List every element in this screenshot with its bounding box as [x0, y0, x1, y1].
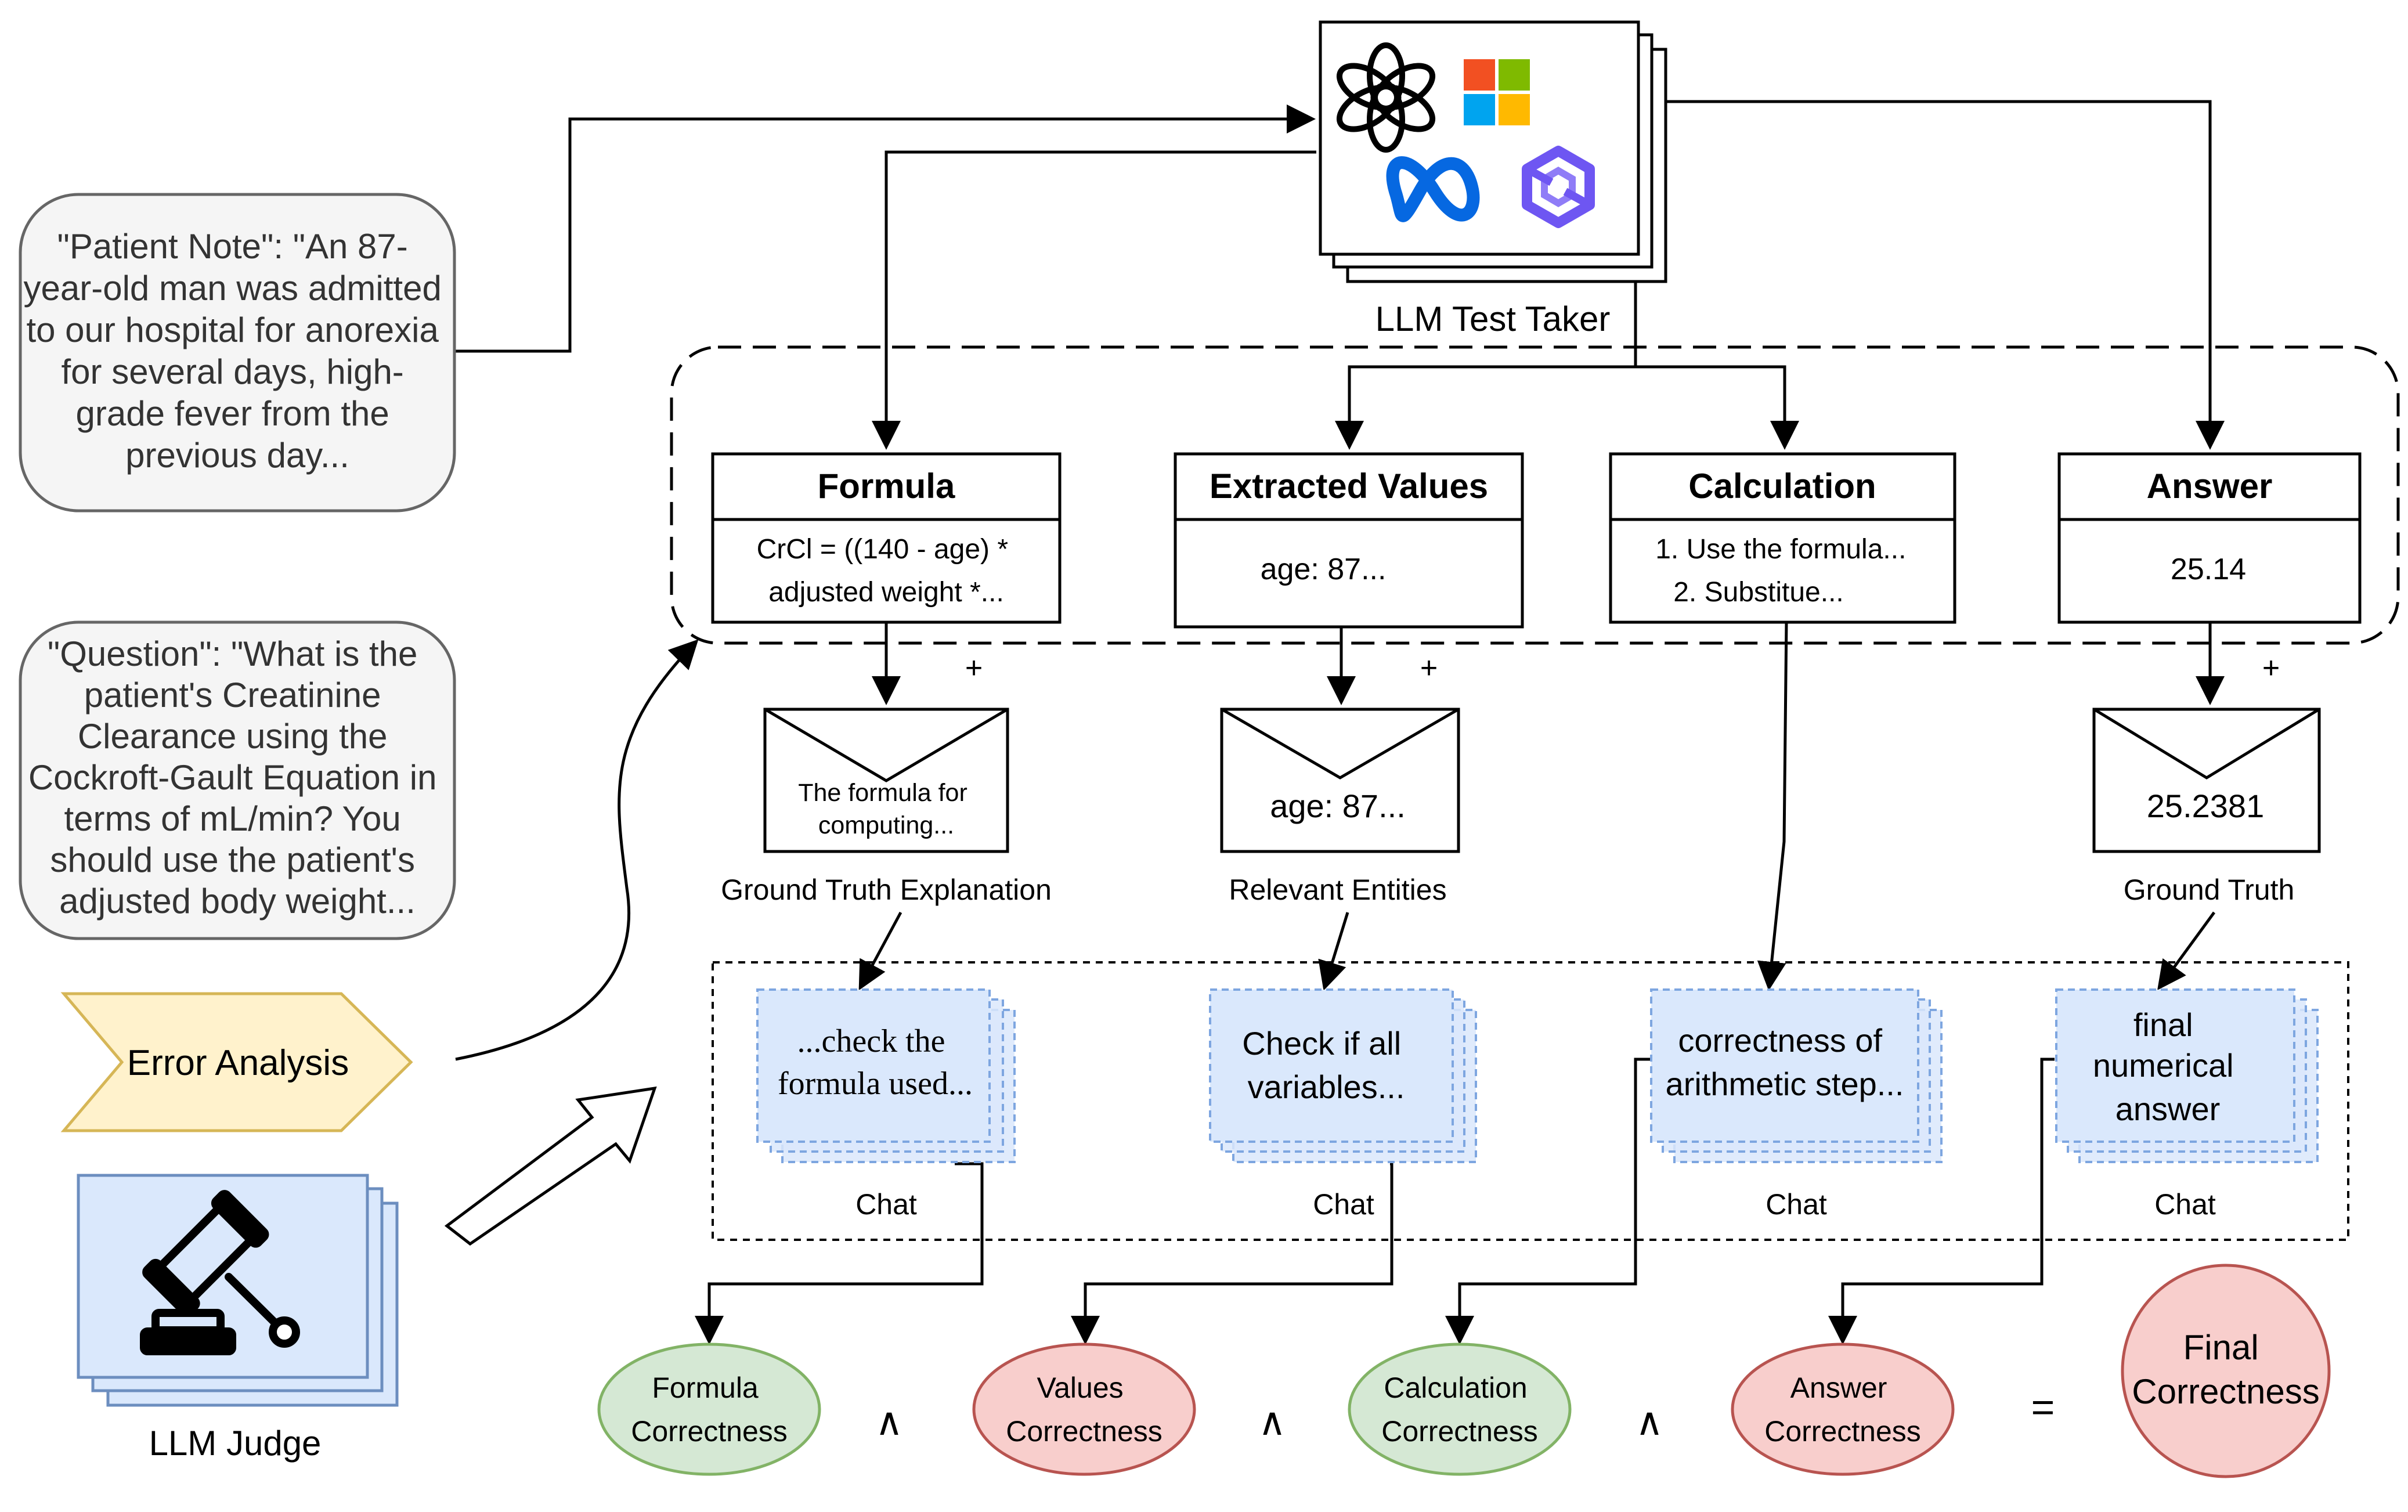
values-reference-envelope: age: 87...: [1220, 708, 1460, 853]
svg-text:Formula Correctness: Formula Correctness: [631, 1372, 788, 1448]
llm-test-taker-label: LLM Test Taker: [1376, 299, 1611, 338]
svg-text:Final Correctness: Final Correctness: [2132, 1328, 2319, 1411]
patient-note-text: "Patient Note": "An 87- year-old man was…: [24, 227, 452, 475]
svg-text:Answer Correctness: Answer Correctness: [1764, 1372, 1921, 1448]
answer-content: 25.14: [2171, 553, 2246, 586]
values-chat-to-outcome-arrow: [1071, 1162, 1393, 1345]
values-correctness: Values Correctness: [972, 1343, 1196, 1476]
answer-title: Answer: [2147, 467, 2273, 506]
llm-to-calculation-arrow: [1636, 365, 1799, 450]
calculation-box: Calculation 1. Use the formula... 2. Sub…: [1609, 452, 1956, 624]
extracted-values-box: Extracted Values age: 87...: [1174, 452, 1524, 629]
judge-to-chat-arrow: [444, 1086, 657, 1246]
llm-test-taker: LLM Test Taker: [1319, 20, 1667, 338]
calculation-content: 1. Use the formula... 2. Substitue...: [1655, 534, 1914, 608]
question-note: "Question": "What is the patient's Creat…: [19, 620, 456, 940]
equals-operator: =: [2031, 1384, 2055, 1430]
gavel-icon: [140, 1190, 300, 1355]
values-reference-caption: Relevant Entities: [1229, 874, 1446, 906]
qwen-logo: [1522, 146, 1595, 228]
values-chat-text: Check if all variables...: [1242, 1025, 1410, 1105]
answer-box: Answer 25.14: [2057, 452, 2362, 624]
formula-reference-to-chat-arrow: [858, 911, 902, 991]
llm-output-region: [670, 345, 2400, 645]
answer-reference-envelope: 25.2381: [2092, 708, 2321, 853]
values-title: Extracted Values: [1210, 467, 1488, 506]
calculation-to-chat-arrow: [1757, 620, 1788, 991]
error-analysis-label: Error Analysis: [127, 1043, 349, 1083]
formula-chat-text: ...check the formula used...: [778, 1023, 973, 1102]
formula-correctness: Formula Correctness: [597, 1343, 821, 1476]
and-operator-1: ∧: [875, 1400, 903, 1443]
calculation-title: Calculation: [1688, 467, 1876, 506]
formula-reference-text: The formula for computing...: [798, 779, 974, 839]
answer-chat-to-outcome-arrow: [1828, 1058, 2055, 1345]
formula-chat-caption: Chat: [855, 1188, 917, 1221]
calculation-chat-text: correctness of arithmetic step...: [1666, 1022, 1904, 1102]
formula-box: Formula CrCl = ((140 - age) * adjusted w…: [711, 452, 1062, 624]
final-correctness: Final Correctness: [2121, 1264, 2331, 1478]
calculation-correctness: Calculation Correctness: [1348, 1343, 1572, 1476]
answer-plus: +: [2262, 651, 2280, 685]
connectors: [455, 100, 2225, 1345]
and-operator-3: ∧: [1636, 1400, 1663, 1443]
answer-chat: final numerical answer: [2055, 988, 2319, 1163]
llm-judge: LLM Judge: [77, 1174, 399, 1463]
meta-logo: [1386, 156, 1480, 222]
error-analysis: Error Analysis: [60, 992, 413, 1132]
svg-text:Values Correctness: Values Correctness: [1006, 1372, 1163, 1448]
openai-logo: [1336, 42, 1436, 153]
values-chat: Check if all variables...: [1209, 988, 1477, 1163]
formula-reference-caption: Ground Truth Explanation: [721, 874, 1052, 906]
formula-title: Formula: [818, 467, 955, 506]
answer-reference-caption: Ground Truth: [2124, 874, 2295, 906]
patient-note: "Patient Note": "An 87- year-old man was…: [19, 193, 456, 513]
answer-reference-to-chat-arrow: [2157, 911, 2216, 991]
values-chat-caption: Chat: [1313, 1188, 1374, 1221]
answer-chat-caption: Chat: [2154, 1188, 2216, 1221]
note-to-llm-arrow: [456, 104, 1316, 353]
question-text: "Question": "What is the patient's Creat…: [28, 634, 446, 921]
calculation-chat: correctness of arithmetic step...: [1650, 988, 1943, 1163]
formula-reference-envelope: The formula for computing...: [763, 708, 1009, 853]
llm-judge-label: LLM Judge: [149, 1424, 322, 1463]
llm-to-answer-arrow: [1667, 100, 2225, 450]
formula-chat-to-outcome-arrow: [695, 1162, 984, 1345]
svg-text:Calculation Correctness: Calculation Correctness: [1381, 1372, 1538, 1448]
llm-page-front: [1319, 20, 1640, 256]
values-reference-text: age: 87...: [1270, 788, 1406, 824]
values-reference-to-chat-arrow: [1318, 912, 1349, 991]
llm-to-values-arrow: [1335, 255, 1637, 450]
and-operator-2: ∧: [1258, 1400, 1286, 1443]
error-analysis-arrow: [455, 639, 699, 1061]
llm-to-formula-arrow: [872, 150, 1316, 450]
formula-plus: +: [965, 651, 983, 685]
values-content: age: 87...: [1261, 553, 1387, 586]
microsoft-logo: [1464, 59, 1530, 125]
formula-content: CrCl = ((140 - age) * adjusted weight *.…: [757, 534, 1016, 608]
calculation-chat-caption: Chat: [1766, 1188, 1827, 1221]
answer-chat-text: final numerical answer: [2093, 1006, 2243, 1127]
answer-correctness: Answer Correctness: [1731, 1343, 1955, 1476]
answer-reference-text: 25.2381: [2147, 788, 2264, 824]
judge-chat-region: [712, 961, 2349, 1241]
calculation-chat-to-outcome-arrow: [1445, 1058, 1665, 1345]
values-plus: +: [1420, 651, 1438, 685]
formula-chat: ...check the formula used...: [756, 988, 1016, 1163]
